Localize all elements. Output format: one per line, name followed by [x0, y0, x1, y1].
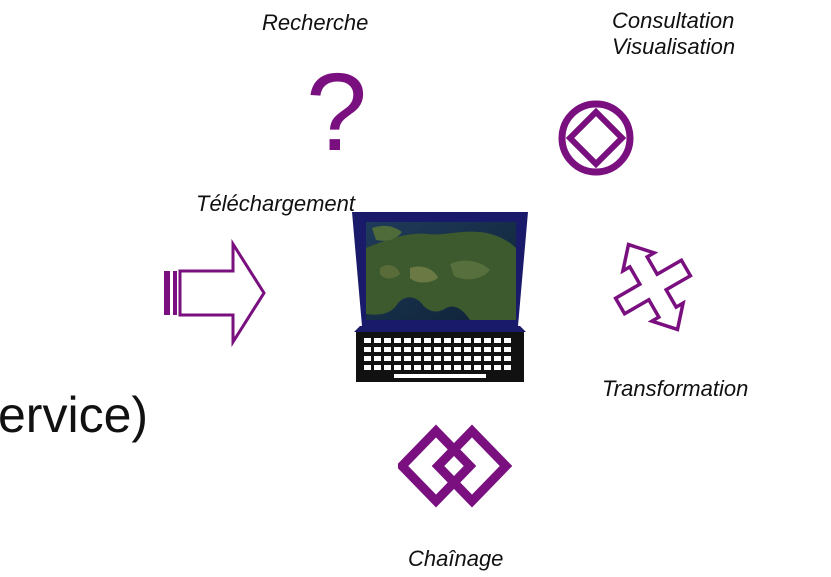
question-mark-icon: ? [306, 51, 368, 174]
label-transformation: Transformation [602, 376, 749, 401]
label-visualisation: Visualisation [612, 34, 736, 59]
label-consultation-visualisation: Consultation Visualisation [612, 8, 735, 60]
label-consultation: Consultation [612, 8, 735, 33]
arrow-right-icon [164, 238, 266, 348]
transform-arrows-icon [613, 242, 693, 332]
chain-diamonds-icon [398, 424, 513, 508]
laptop-icon [352, 212, 528, 382]
diamond-circle-icon [558, 100, 634, 176]
partial-service-text: ervice) [0, 387, 149, 443]
label-recherche: Recherche [262, 10, 369, 35]
label-chainage: Chaînage [408, 546, 504, 571]
label-telechargement: Téléchargement [196, 191, 355, 216]
